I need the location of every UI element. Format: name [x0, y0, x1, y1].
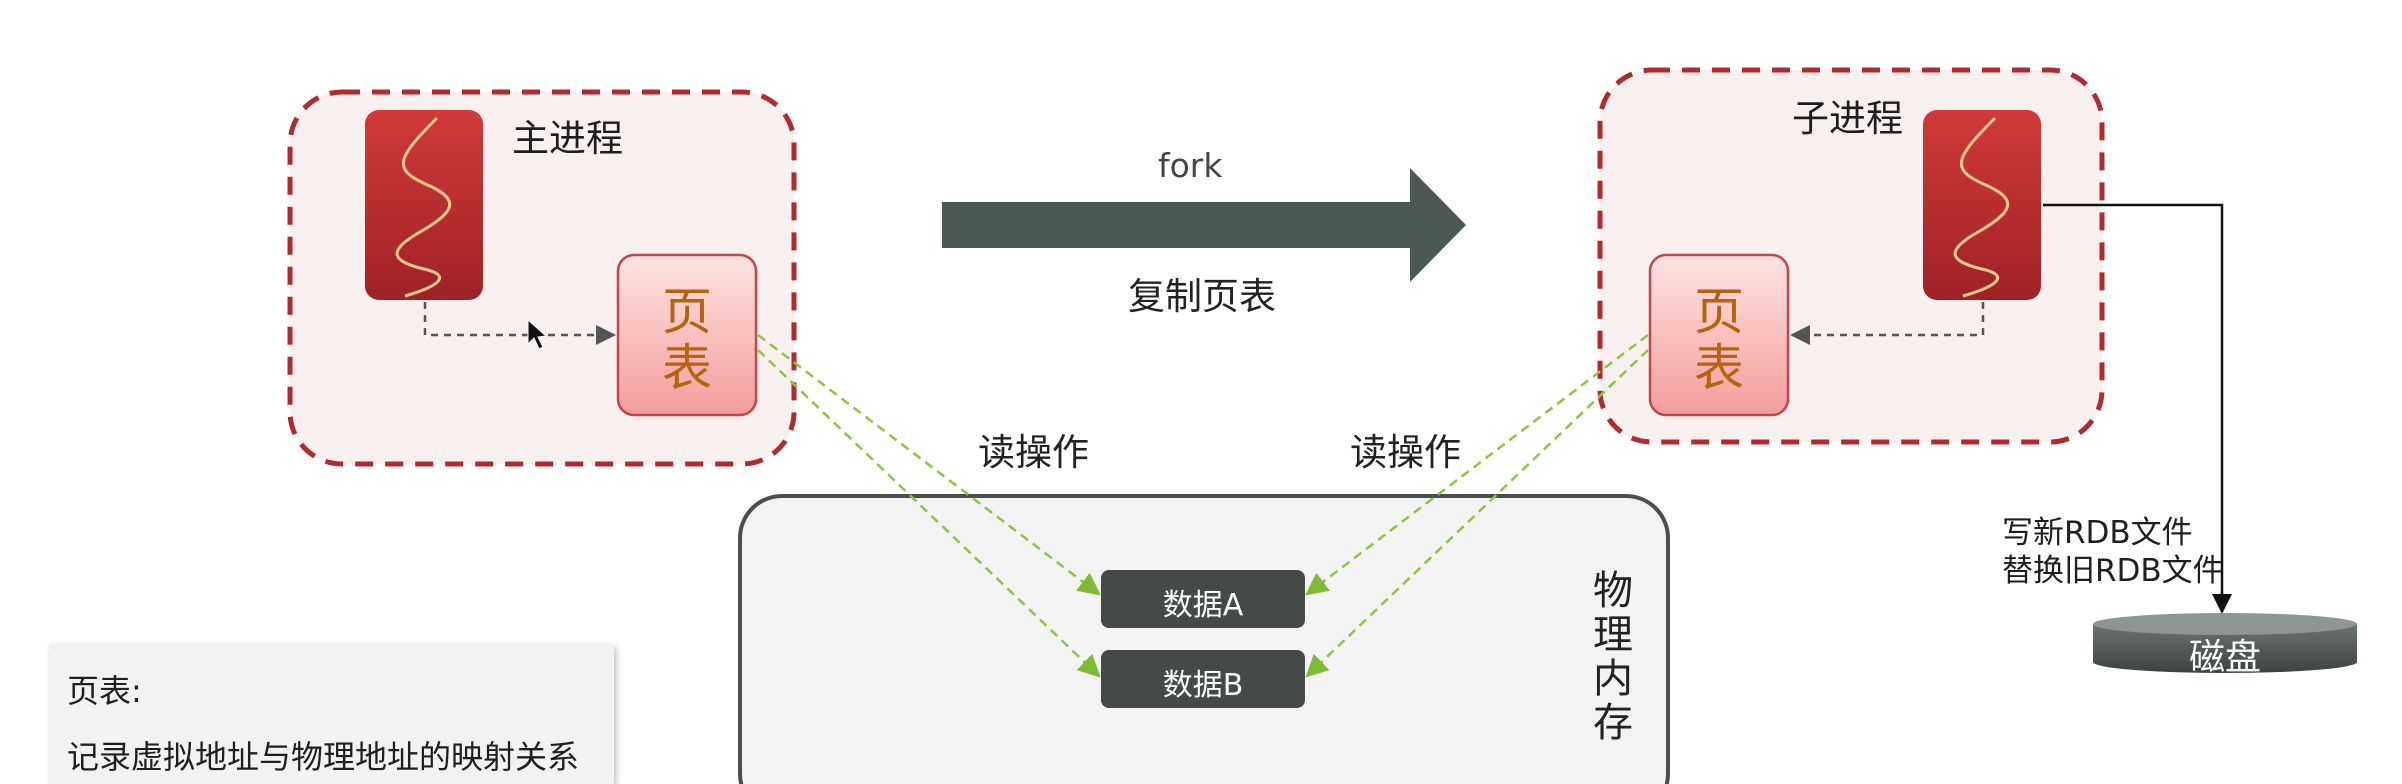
- parent-page-table-char-1: 页: [662, 283, 712, 341]
- read-operation-left-label: 读操作: [978, 431, 1089, 474]
- parent-page-table-block: [616, 253, 758, 417]
- rdb-write-note-1: 写新RDB文件: [2002, 515, 2193, 551]
- data-a-block: [1101, 570, 1305, 628]
- fork-arrow: [942, 168, 1466, 282]
- child-page-table-char-2: 表: [1694, 339, 1744, 397]
- page-table-note: 页表: 记录虚拟地址与物理地址的映射关系: [50, 644, 614, 784]
- page-table-note-title: 页表:: [67, 672, 142, 710]
- physical-memory-label-3: 内: [1593, 656, 1633, 702]
- page-table-note-description: 记录虚拟地址与物理地址的映射关系: [67, 738, 580, 776]
- physical-memory-box: [738, 494, 1670, 784]
- child-thread-block: [1923, 110, 2041, 300]
- child-process-title: 子进程: [1792, 97, 1903, 140]
- parent-process-title: 主进程: [512, 117, 623, 160]
- disk-label: 磁盘: [2188, 637, 2261, 678]
- data-b-label: 数据B: [1162, 668, 1244, 703]
- child-thread-to-page-table-link: [1790, 302, 1985, 345]
- thread-squiggle-icon: [395, 116, 452, 298]
- data-b-block: [1101, 650, 1305, 708]
- data-a-label: 数据A: [1162, 588, 1244, 623]
- physical-memory-label-4: 存: [1593, 700, 1633, 746]
- parent-thread-to-page-table-link: [423, 302, 616, 345]
- read-operation-links: [757, 334, 1649, 678]
- child-page-table-block: [1648, 253, 1790, 417]
- fork-label: fork: [1158, 146, 1223, 185]
- mouse-cursor-icon: [527, 318, 548, 350]
- child-to-disk-link: [2043, 203, 2232, 614]
- physical-memory-label-2: 理: [1593, 612, 1633, 658]
- parent-page-table-char-2: 表: [662, 339, 712, 397]
- disk-cylinder: [2093, 613, 2357, 673]
- copy-page-table-label: 复制页表: [1128, 275, 1276, 318]
- parent-thread-block: [365, 110, 483, 300]
- physical-memory-label-1: 物: [1593, 568, 1633, 614]
- child-page-table-char-1: 页: [1694, 283, 1744, 341]
- thread-squiggle-icon: [1953, 116, 2010, 298]
- read-operation-right-label: 读操作: [1350, 431, 1461, 474]
- rdb-write-note-2: 替换旧RDB文件: [2002, 553, 2224, 589]
